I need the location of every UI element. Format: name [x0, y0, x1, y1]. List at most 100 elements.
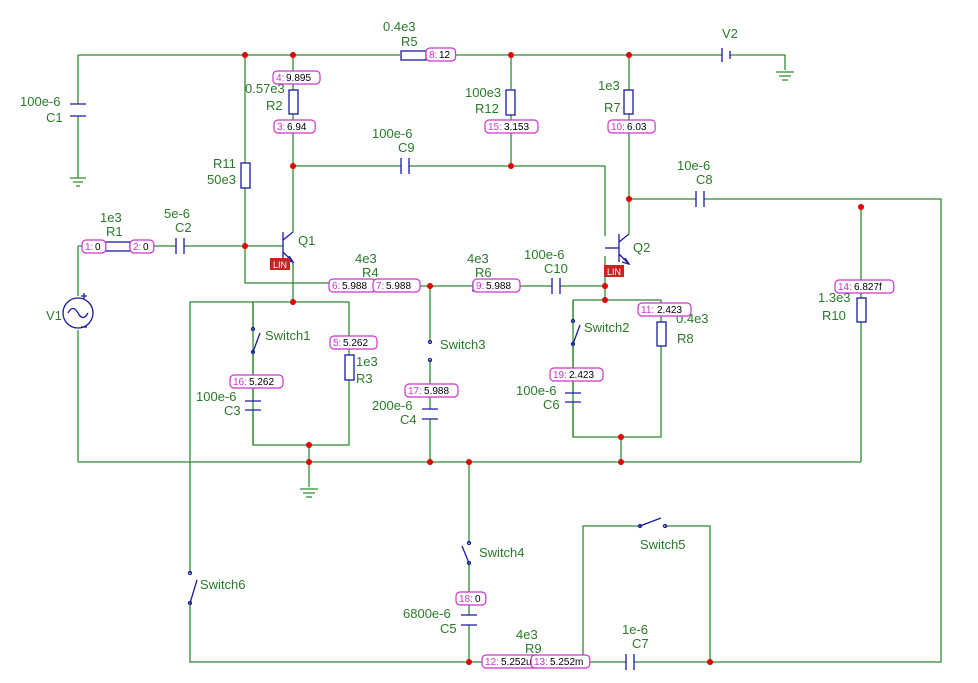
svg-text:14:: 14:	[838, 282, 852, 293]
svg-text:18:: 18:	[459, 594, 473, 605]
capacitor-c2-symbol[interactable]	[175, 238, 185, 254]
node-tag-2: 2:0	[129, 239, 155, 254]
node-tag-9: 9:5.988	[472, 278, 521, 293]
c4-value: 200e-6	[372, 398, 412, 413]
r5-value: 0.4e3	[383, 19, 416, 34]
transistor-q2-symbol[interactable]	[605, 233, 631, 266]
r4-value: 4e3	[355, 251, 377, 266]
resistor-r5-symbol[interactable]	[400, 50, 427, 61]
q1-name: Q1	[298, 233, 315, 248]
resistor-r8-symbol[interactable]	[656, 321, 667, 347]
c10-name: C10	[544, 261, 568, 276]
switch4-name: Switch4	[479, 545, 525, 560]
ground-symbol-main	[300, 488, 318, 498]
node-tag-12: 12:5.252u	[481, 654, 542, 669]
capacitor-c5-symbol[interactable]	[461, 614, 477, 626]
switch1-name: Switch1	[265, 328, 311, 343]
r10-name: R10	[822, 308, 846, 323]
svg-text:12:: 12:	[485, 657, 499, 668]
dc-source-v2-symbol[interactable]	[721, 48, 731, 62]
resistor-r11-symbol[interactable]	[240, 162, 251, 189]
node-tag-17: 17:5.988	[404, 383, 459, 398]
r1-name: R1	[106, 224, 123, 239]
r9-value: 4e3	[516, 627, 538, 642]
resistor-r7-symbol[interactable]	[623, 89, 634, 115]
svg-text:11:: 11:	[641, 305, 654, 316]
c8-value: 10e-6	[677, 158, 710, 173]
svg-text:5.988: 5.988	[486, 281, 511, 292]
resistor-r12-symbol[interactable]	[505, 89, 516, 116]
node-tag-18: 18:0	[455, 591, 487, 606]
lin-badge-q2: LIN	[604, 265, 624, 277]
r2-value: 0.57e3	[245, 81, 285, 96]
svg-text:5.252u: 5.252u	[501, 657, 532, 668]
switch4-symbol[interactable]	[461, 540, 472, 566]
c7-value: 1e-6	[622, 622, 648, 637]
r12-value: 100e3	[465, 85, 501, 100]
svg-text:LIN: LIN	[273, 260, 287, 270]
r6-value: 4e3	[467, 251, 489, 266]
switch2-symbol[interactable]	[570, 318, 581, 347]
node-tag-6: 6:5.988	[328, 278, 377, 293]
r1-value: 1e3	[100, 210, 122, 225]
junction-dots	[242, 52, 864, 665]
svg-text:16:: 16:	[233, 377, 247, 388]
capacitor-c7-symbol[interactable]	[625, 654, 635, 670]
svg-text:6:: 6:	[332, 281, 340, 292]
node-tag-14: 14:6.827f	[834, 279, 895, 294]
r12-name: R12	[475, 101, 499, 116]
svg-text:8:: 8:	[429, 50, 437, 61]
r8-name: R8	[677, 331, 694, 346]
switch6-symbol[interactable]	[187, 570, 198, 606]
node-tag-15: 15:3.153	[484, 119, 539, 134]
resistor-r3-symbol[interactable]	[344, 354, 355, 381]
node-tag-11: 11:2.423	[637, 302, 692, 317]
resistor-r1-symbol[interactable]	[104, 241, 131, 252]
c9-name: C9	[398, 140, 415, 155]
c3-value: 100e-6	[196, 389, 236, 404]
switch5-symbol[interactable]	[637, 517, 668, 529]
svg-text:0: 0	[475, 594, 481, 605]
capacitor-c3-symbol[interactable]	[245, 400, 261, 411]
c2-value: 5e-6	[164, 206, 190, 221]
capacitor-c1-symbol[interactable]	[70, 103, 86, 117]
capacitor-c4-symbol[interactable]	[422, 408, 438, 420]
r4-name: R4	[362, 265, 379, 280]
c6-name: C6	[543, 397, 560, 412]
r10-value: 1.3e3	[818, 290, 851, 305]
svg-text:17:: 17:	[408, 386, 422, 397]
svg-text:2:: 2:	[133, 242, 141, 253]
capacitor-c6-symbol[interactable]	[565, 392, 581, 403]
c3-name: C3	[224, 403, 241, 418]
svg-text:4:: 4:	[276, 73, 284, 84]
svg-text:5.988: 5.988	[424, 386, 449, 397]
svg-text:19:: 19:	[553, 370, 567, 381]
r6-name: R6	[475, 265, 492, 280]
svg-text:1:: 1:	[85, 242, 93, 253]
c6-value: 100e-6	[516, 383, 556, 398]
svg-text:13:: 13:	[534, 657, 548, 668]
svg-text:3.153: 3.153	[504, 122, 529, 133]
resistor-r2-symbol[interactable]	[288, 89, 299, 115]
svg-text:3:: 3:	[277, 122, 285, 133]
ac-source-v1-symbol[interactable]	[62, 293, 94, 329]
svg-text:7:: 7:	[376, 281, 384, 292]
capacitor-c9-symbol[interactable]	[400, 158, 410, 174]
r9-name: R9	[525, 641, 542, 656]
svg-text:6.03: 6.03	[627, 122, 647, 133]
svg-text:2.423: 2.423	[569, 370, 594, 381]
resistor-r10-symbol[interactable]	[856, 297, 867, 323]
switch3-symbol[interactable]	[427, 339, 433, 363]
v1-name: V1	[46, 308, 62, 323]
switch1-symbol[interactable]	[250, 326, 261, 355]
transistor-q1-symbol[interactable]	[282, 231, 295, 264]
node-tag-10: 10:6.03	[607, 119, 656, 134]
capacitor-c10-symbol[interactable]	[551, 278, 561, 294]
c9-value: 100e-6	[372, 126, 412, 141]
svg-text:6.94: 6.94	[287, 122, 307, 133]
capacitor-c8-symbol[interactable]	[695, 191, 705, 207]
r11-name: R11	[213, 156, 236, 171]
